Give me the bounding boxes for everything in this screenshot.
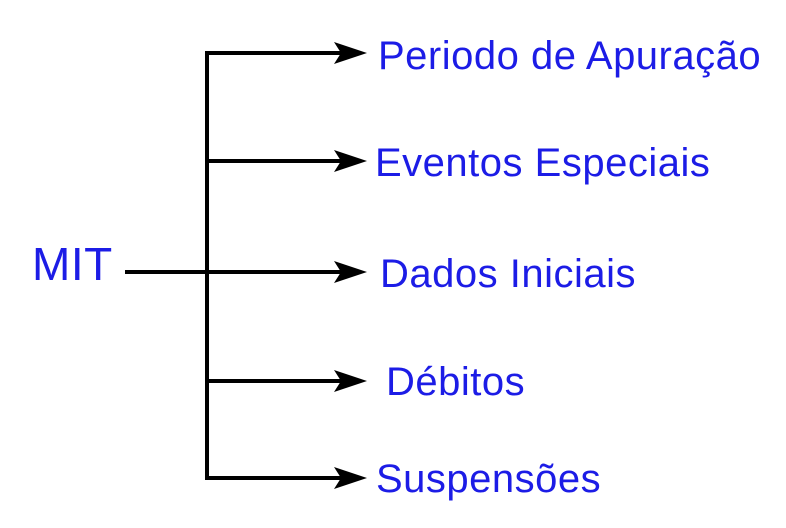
node-label-eventos-especiais: Eventos Especiais (375, 141, 711, 185)
root-label-mit: MIT (32, 238, 113, 290)
arrowhead-icon (334, 150, 367, 172)
arrowhead-icon (334, 42, 367, 64)
arrowhead-icon (334, 467, 367, 489)
node-label-suspensoes: Suspensões (376, 457, 602, 501)
node-label-dados-iniciais: Dados Iniciais (380, 252, 637, 296)
arrowhead-icon (334, 370, 367, 392)
node-label-periodo-apuracao: Periodo de Apuração (378, 34, 762, 78)
arrowhead-icon (334, 261, 367, 283)
node-label-debitos: Débitos (386, 360, 526, 404)
